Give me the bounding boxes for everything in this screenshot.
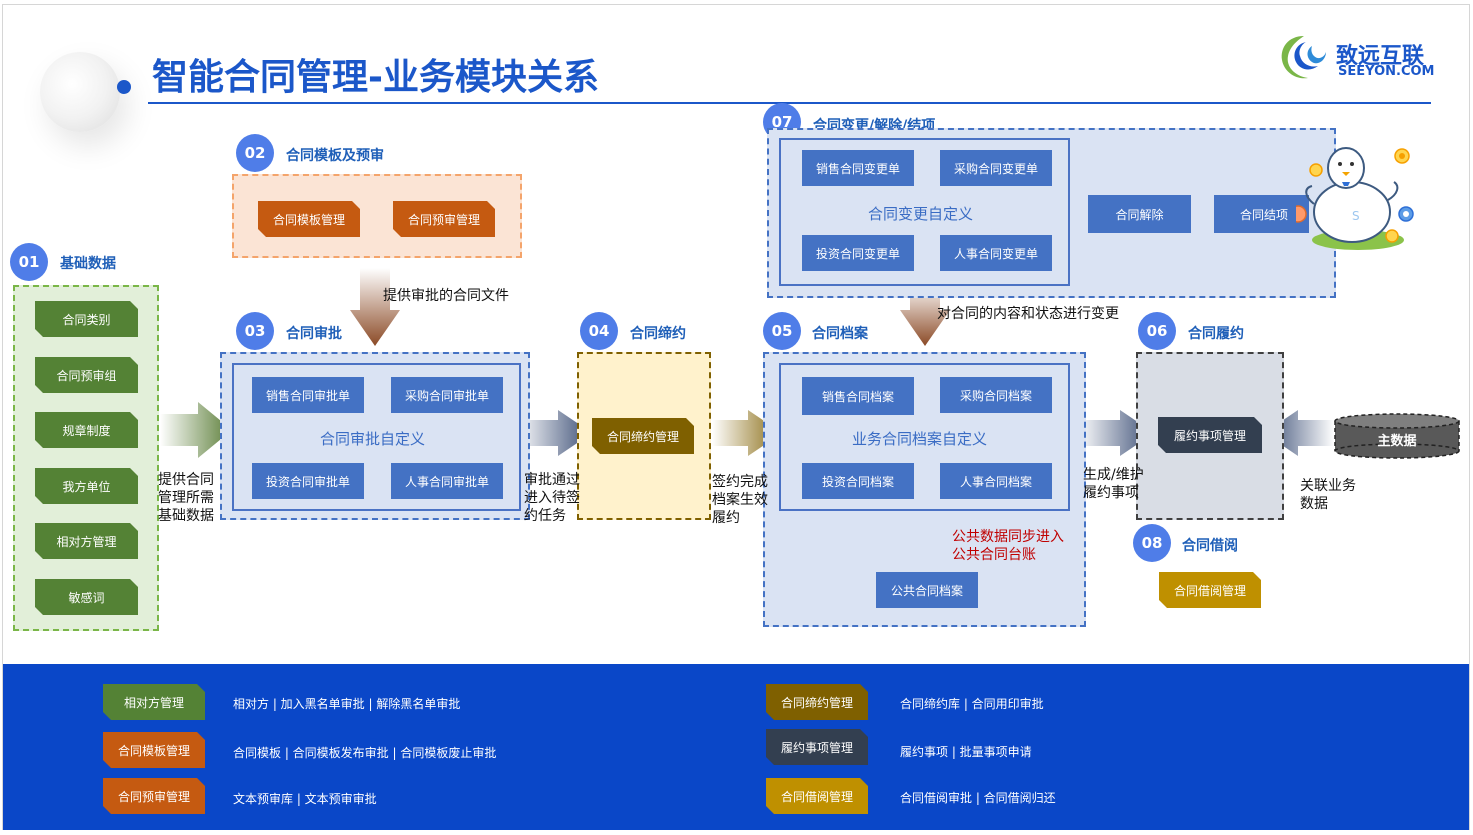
decorative-dot <box>117 80 131 94</box>
archive-custom-label: 业务合同档案自定义 <box>852 430 988 448</box>
legend-tag-preaudit: 合同预审管理 <box>103 778 205 814</box>
legend-desc-fulfillment: 履约事项 | 批量事项申请 <box>900 745 1032 759</box>
section-01-zone <box>13 285 159 631</box>
legend-desc-borrow: 合同借阅审批 | 合同借阅归还 <box>900 791 1056 805</box>
note-signing-done: 签约完成档案生效履约 <box>712 474 768 526</box>
section-05-badge: 05 <box>763 312 801 350</box>
note-change: 对合同的内容和状态进行变更 <box>937 306 1119 322</box>
purchase-change-form[interactable]: 采购合同变更单 <box>940 150 1052 186</box>
section-03-inner <box>232 363 521 511</box>
public-archive[interactable]: 公共合同档案 <box>876 572 978 608</box>
base-item-our-unit[interactable]: 我方单位 <box>35 468 138 504</box>
legend-tag-fulfillment: 履约事项管理 <box>766 729 868 765</box>
sales-archive[interactable]: 销售合同档案 <box>802 377 914 415</box>
mascot-sticker-icon: S <box>1296 147 1414 250</box>
preaudit-management[interactable]: 合同预审管理 <box>393 201 495 237</box>
sales-approval-form[interactable]: 销售合同审批单 <box>252 377 364 413</box>
contract-cancel[interactable]: 合同解除 <box>1088 195 1191 233</box>
fulfillment-management[interactable]: 履约事项管理 <box>1158 417 1262 453</box>
investment-archive[interactable]: 投资合同档案 <box>802 463 914 499</box>
page-title: 智能合同管理-业务模块关系 <box>152 57 599 98</box>
purchase-approval-form[interactable]: 采购合同审批单 <box>391 377 503 413</box>
legend-tag-signing: 合同缔约管理 <box>766 684 868 720</box>
change-custom-label: 合同变更自定义 <box>868 205 974 223</box>
arrow-05-to-06 <box>1078 410 1154 456</box>
title-underline <box>148 102 1431 104</box>
legend-desc-preaudit: 文本预审库 | 文本预审审批 <box>233 792 377 806</box>
logo-subtext: SEEYON.COM <box>1338 64 1435 79</box>
section-08-label: 合同借阅 <box>1182 538 1238 554</box>
decorative-sphere <box>40 52 120 132</box>
note-base-data: 提供合同管理所需基础数据 <box>158 472 214 524</box>
contract-finish[interactable]: 合同结项 <box>1214 195 1309 233</box>
template-management[interactable]: 合同模板管理 <box>258 201 360 237</box>
flow-arrows <box>160 268 1334 568</box>
section-06-badge: 06 <box>1138 312 1176 350</box>
borrow-management[interactable]: 合同借阅管理 <box>1159 572 1261 608</box>
legend-desc-signing: 合同缔约库 | 合同用印审批 <box>900 697 1044 711</box>
hr-approval-form[interactable]: 人事合同审批单 <box>391 463 503 499</box>
master-data-label: 主数据 <box>1377 434 1417 449</box>
section-04-label: 合同缔约 <box>630 326 686 342</box>
section-08-badge: 08 <box>1133 524 1171 562</box>
section-07-inner <box>779 138 1070 286</box>
legend-desc-template: 合同模板 | 合同模板发布审批 | 合同模板废止审批 <box>233 746 497 760</box>
section-05-inner <box>779 363 1070 511</box>
hr-change-form[interactable]: 人事合同变更单 <box>940 235 1052 271</box>
section-03-badge: 03 <box>236 312 274 350</box>
section-02-label: 合同模板及预审 <box>286 148 384 164</box>
legend-tag-borrow: 合同借阅管理 <box>766 778 868 814</box>
section-05-label: 合同档案 <box>812 326 868 342</box>
legend-band <box>3 664 1469 830</box>
section-01-badge: 01 <box>10 243 48 281</box>
note-fulfillment: 生成/维护履约事项 <box>1083 467 1144 501</box>
note-approval-pass: 审批通过进入待签约任务 <box>524 472 580 524</box>
legend-desc-counterparty: 相对方 | 加入黑名单审批 | 解除黑名单审批 <box>233 697 461 711</box>
section-01-label: 基础数据 <box>60 256 116 272</box>
signing-management[interactable]: 合同缔约管理 <box>592 418 694 454</box>
section-04-badge: 04 <box>580 312 618 350</box>
section-06-label: 合同履约 <box>1188 326 1244 342</box>
sales-change-form[interactable]: 销售合同变更单 <box>802 150 914 186</box>
arrow-02-to-03 <box>350 268 400 346</box>
base-item-contract-type[interactable]: 合同类别 <box>35 301 138 337</box>
note-public-sync: 公共数据同步进入公共合同台账 <box>952 529 1064 563</box>
note-related-data: 关联业务数据 <box>1300 478 1356 512</box>
purchase-archive[interactable]: 采购合同档案 <box>940 377 1052 413</box>
hr-archive[interactable]: 人事合同档案 <box>940 463 1052 499</box>
logo-text: 致远互联 <box>1336 44 1425 69</box>
base-item-counterparty[interactable]: 相对方管理 <box>35 523 138 559</box>
svg-text:S: S <box>1352 209 1360 223</box>
investment-approval-form[interactable]: 投资合同审批单 <box>252 463 364 499</box>
section-03-label: 合同审批 <box>286 326 342 342</box>
base-item-regulations[interactable]: 规章制度 <box>35 412 138 448</box>
seeyon-logo-icon <box>1281 36 1326 79</box>
base-item-sensitive-words[interactable]: 敏感词 <box>35 579 138 615</box>
arrow-03-to-04 <box>516 410 592 456</box>
base-item-preaudit-group[interactable]: 合同预审组 <box>35 357 138 393</box>
legend-tag-template: 合同模板管理 <box>103 732 205 768</box>
note-provide-files: 提供审批的合同文件 <box>383 288 509 304</box>
arrow-01-to-03 <box>160 402 232 458</box>
section-02-badge: 02 <box>236 134 274 172</box>
investment-change-form[interactable]: 投资合同变更单 <box>802 235 914 271</box>
legend-tag-counterparty: 相对方管理 <box>103 684 205 720</box>
arrow-07-to-05 <box>900 282 950 346</box>
approval-custom-label: 合同审批自定义 <box>320 430 426 448</box>
master-data-cylinder-icon <box>1334 413 1460 459</box>
